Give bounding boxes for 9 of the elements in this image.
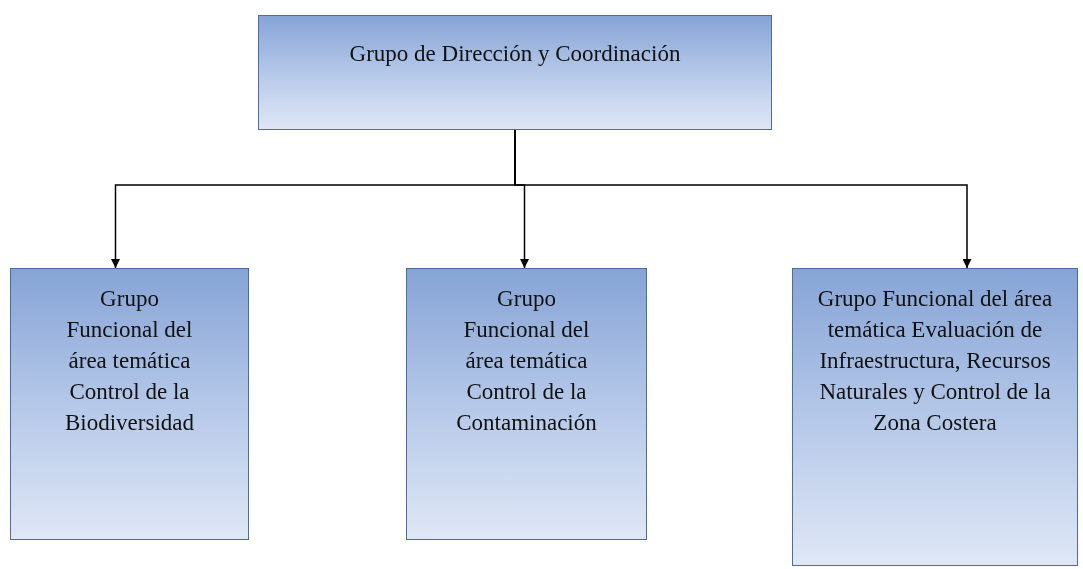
box-label: Grupo de Dirección y Coordinación (349, 40, 681, 68)
box-label: Grupo Funcional del área temática Control de la Contaminación (455, 285, 598, 437)
org-box (258, 15, 772, 130)
connector-arrow (514, 129, 972, 269)
org-box (10, 268, 249, 540)
box-label: Grupo Funcional del área temática Evaluación de Infraestructura, Recursos Naturales y Control de la Zona Costera (816, 285, 1054, 437)
box-label: Grupo Funcional del área temática Control de la Biodiversidad (63, 285, 195, 437)
org-box (792, 268, 1078, 566)
org-box (406, 268, 647, 540)
